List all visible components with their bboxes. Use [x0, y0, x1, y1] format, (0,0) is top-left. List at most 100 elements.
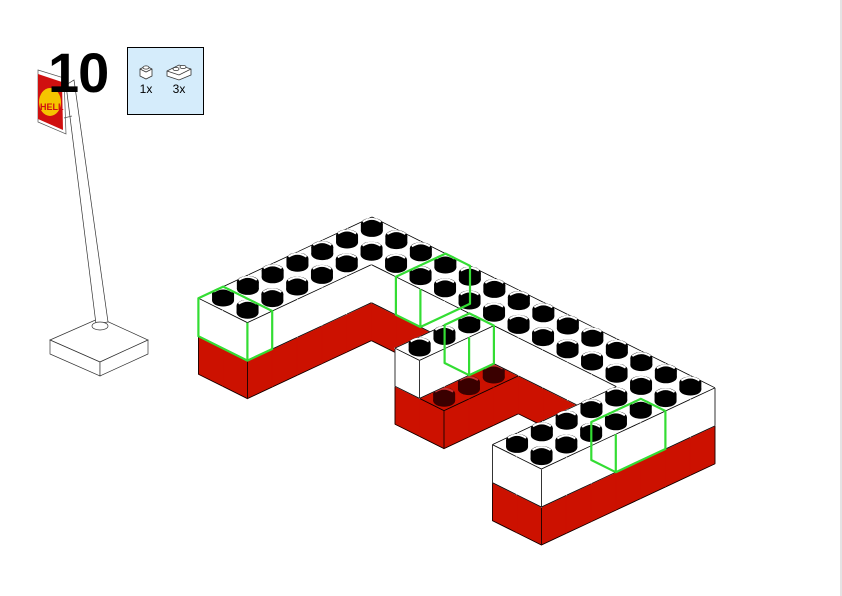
- brick-edge: [443, 436, 469, 449]
- stud: [630, 375, 653, 395]
- brick-edge: [516, 494, 542, 508]
- stud: [236, 299, 259, 319]
- stud: [483, 278, 506, 298]
- page-edge: [840, 0, 842, 596]
- brick-edge: [566, 445, 592, 458]
- stud: [555, 434, 578, 454]
- stud: [630, 352, 653, 372]
- brick-edge: [492, 482, 518, 496]
- stud: [507, 314, 530, 334]
- stud: [434, 254, 457, 274]
- brick-edge: [371, 340, 397, 354]
- brick-1x1-white-icon: [139, 65, 153, 80]
- brick-edge: [444, 374, 470, 388]
- stud: [507, 291, 530, 311]
- stud: [360, 217, 383, 237]
- stud: [530, 422, 553, 442]
- stud: [604, 411, 627, 431]
- stud: [286, 276, 309, 296]
- brick-edge: [346, 302, 372, 315]
- brick-edge: [665, 475, 691, 488]
- stud: [629, 399, 652, 419]
- brick-edge: [468, 387, 494, 400]
- brick-edge: [566, 483, 592, 496]
- brick-edge: [198, 373, 224, 387]
- part-count: 3x: [172, 82, 186, 96]
- brick-edge: [296, 363, 322, 376]
- brick-edge: [493, 363, 519, 377]
- stud: [311, 241, 334, 261]
- stud: [679, 376, 702, 396]
- stud: [605, 339, 628, 359]
- brick-1x2-white-icon: [166, 64, 192, 81]
- brick-edge: [444, 300, 470, 314]
- brick-edge: [272, 299, 298, 312]
- brick-edge: [541, 495, 567, 508]
- brick-edge: [346, 264, 372, 277]
- brick-edge: [394, 347, 420, 361]
- stud: [581, 351, 604, 371]
- brick-edge: [518, 337, 544, 351]
- brick-edge: [665, 399, 691, 412]
- stud: [530, 446, 553, 466]
- stud: [605, 387, 628, 407]
- shell-logo-text: HELL: [40, 102, 64, 112]
- brick-edge: [346, 340, 372, 353]
- brick-edge: [321, 351, 347, 365]
- brick-edge: [222, 310, 248, 323]
- brick-edge: [419, 398, 445, 411]
- stud: [433, 387, 456, 407]
- brick-edge: [296, 325, 322, 338]
- brick-edge: [272, 337, 298, 350]
- stud: [556, 339, 579, 359]
- brick-edge: [542, 349, 568, 363]
- brick-edge: [468, 425, 494, 438]
- brick-edge: [590, 433, 616, 447]
- stud: [408, 337, 431, 357]
- shell-sign-post: HELL: [37, 69, 149, 377]
- brick-edge: [371, 264, 397, 278]
- stud: [654, 364, 677, 384]
- brick-edge: [516, 456, 542, 470]
- brick-edge: [615, 498, 641, 511]
- new-brick-highlights: [197, 252, 667, 474]
- part-count: 1x: [139, 82, 153, 96]
- brick-edge: [615, 422, 641, 435]
- stud: [261, 288, 284, 308]
- brick-edge: [690, 425, 716, 438]
- brick-edge: [665, 437, 691, 450]
- brick-edge: [590, 471, 616, 485]
- stud: [580, 399, 603, 419]
- post-joint: [91, 321, 109, 331]
- brick-edge: [541, 533, 567, 546]
- stud: [506, 433, 529, 453]
- brick-edge: [640, 486, 666, 499]
- brick-edge: [420, 288, 446, 302]
- brick-edge: [468, 325, 495, 338]
- brick-edge: [444, 336, 470, 350]
- stud: [236, 275, 259, 295]
- brick-edge: [394, 385, 420, 399]
- stud: [532, 327, 555, 347]
- stud: [434, 278, 457, 298]
- stud: [581, 327, 604, 347]
- shell-logo: [39, 88, 61, 116]
- stud: [335, 253, 358, 273]
- stud: [483, 302, 506, 322]
- stud: [409, 242, 432, 262]
- brick-edge: [591, 374, 617, 387]
- brick-edge: [272, 375, 298, 388]
- stud: [654, 388, 677, 408]
- stud: [385, 253, 408, 273]
- brick-edge: [590, 509, 616, 523]
- stud: [385, 230, 408, 250]
- brick-edge: [516, 532, 542, 546]
- brick-edge: [419, 436, 445, 449]
- brick-edge: [371, 302, 397, 316]
- brick-edge: [492, 444, 518, 458]
- stud: [212, 287, 235, 307]
- brick-edge: [566, 521, 592, 534]
- brick-edge: [296, 287, 322, 300]
- stud: [336, 229, 359, 249]
- post-base-side: [99, 339, 149, 377]
